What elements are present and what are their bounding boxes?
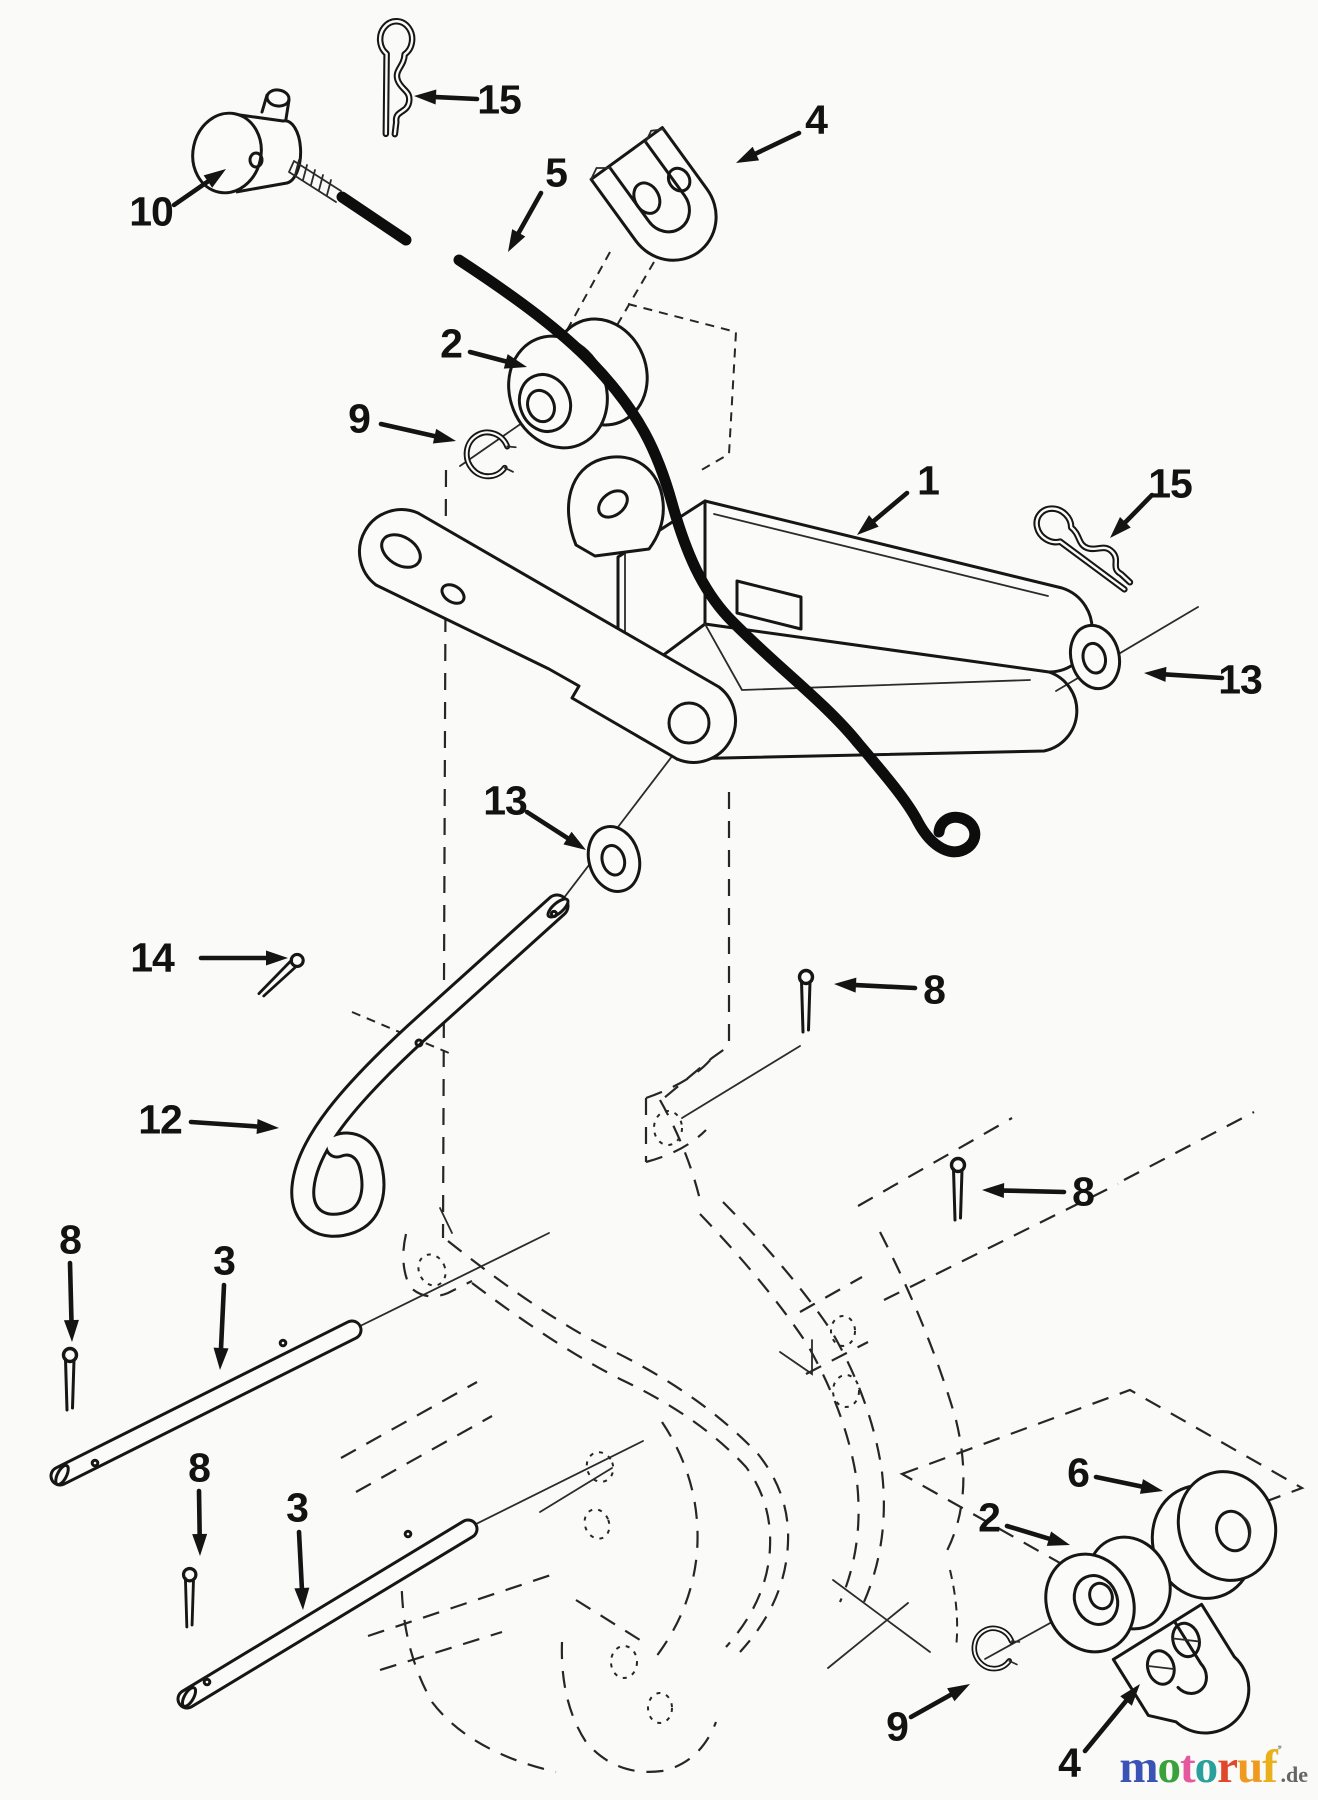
callout-arrowhead-4 (736, 146, 760, 163)
callout-arrowhead-8 (63, 1319, 79, 1342)
clevis-bottom (1111, 1602, 1251, 1735)
callout-arrowhead-9 (947, 1684, 970, 1702)
callout-arrowhead-14 (266, 950, 288, 966)
watermark-letter: m (1119, 1741, 1158, 1793)
callout-arrowhead-8 (192, 1533, 208, 1556)
watermark-suffix: .de (1280, 1762, 1309, 1787)
callout-arrowhead-10 (203, 169, 226, 188)
cotter-pin-8c (61, 1346, 79, 1412)
phantom-hitch-outline (340, 469, 1305, 1774)
callout-arrowhead-8 (982, 1183, 1005, 1199)
callout-arrow-2 (1004, 1523, 1052, 1541)
callout-arrowhead-5 (508, 229, 526, 252)
callout-arrow-10 (171, 179, 211, 208)
callout-arrowhead-4 (1120, 1684, 1140, 1706)
callout-arrow-8 (67, 1260, 74, 1323)
leader-lines (263, 162, 1254, 1669)
callout-arrowhead-2 (503, 354, 527, 369)
callout-arrow-4 (1082, 1698, 1129, 1754)
hitch-rod-upper (49, 1319, 363, 1487)
callout-arrow-9 (908, 1692, 954, 1720)
hairpin-clip-top (376, 18, 416, 138)
callout-arrowhead-13 (563, 831, 586, 850)
pulley-top (507, 317, 649, 450)
watermark-letter: o (1194, 1741, 1218, 1793)
callout-arrows (63, 89, 1225, 1754)
cotter-pin-8a (797, 968, 815, 1034)
snap-ring-top (463, 429, 517, 480)
callout-arrow-13 (1163, 672, 1225, 681)
snap-ring-bottom (971, 1625, 1021, 1672)
callout-arrowhead-3 (294, 1587, 310, 1610)
callout-arrow-15 (1123, 492, 1155, 525)
spacer-roller (1150, 1470, 1278, 1600)
callout-arrow-3 (296, 1529, 305, 1591)
pulley-bottom (1044, 1535, 1172, 1654)
clevis-top (589, 126, 718, 262)
frame-ear-lug (567, 455, 665, 558)
watermark-trademark: ’’ (1276, 1742, 1283, 1757)
callout-arrow-8 (853, 982, 918, 991)
callout-arrow-1 (871, 490, 910, 524)
callout-arrowhead-3 (213, 1347, 229, 1370)
watermark-letter: t (1179, 1741, 1196, 1793)
lift-cable (453, 254, 981, 858)
watermark-letter: o (1157, 1741, 1180, 1793)
callout-arrow-8 (196, 1488, 202, 1537)
callout-arrowhead-15 (1110, 517, 1131, 538)
watermark-logo: motoruf’’ .de (1119, 1740, 1308, 1794)
lift-rod (290, 893, 570, 1238)
trunnion-pin (191, 88, 412, 246)
callout-arrowhead-6 (1139, 1479, 1163, 1494)
callout-arrowhead-8 (834, 977, 857, 993)
callout-arrow-3 (218, 1282, 227, 1351)
callout-arrowhead-13 (1144, 666, 1167, 682)
washer-right (1068, 623, 1122, 691)
callout-arrow-15 (433, 94, 480, 102)
callout-arrowhead-1 (857, 515, 879, 535)
callout-arrow-9 (378, 421, 437, 439)
callout-arrowhead-2 (1046, 1531, 1070, 1546)
hairpin-clip-right (1033, 505, 1134, 593)
cotter-pin-8b (949, 1156, 967, 1222)
watermark-letter: u (1237, 1741, 1263, 1793)
callout-arrow-6 (1093, 1474, 1144, 1489)
callout-arrow-13 (524, 809, 570, 841)
watermark-letter: r (1217, 1741, 1238, 1793)
clevis-projection-dashes (565, 251, 738, 473)
callout-arrowhead-9 (432, 428, 456, 444)
washer-middle (586, 825, 642, 893)
callout-arrowhead-12 (256, 1119, 279, 1134)
callout-arrow-4 (753, 130, 802, 156)
watermark-word: motoruf (1119, 1741, 1277, 1793)
hitch-rod-lower (176, 1518, 479, 1710)
callout-arrow-5 (516, 190, 544, 236)
callout-arrowhead-15 (414, 89, 437, 105)
callout-arrow-8 (1001, 1188, 1067, 1195)
watermark-letter: f (1262, 1741, 1278, 1793)
callout-arrow-12 (188, 1119, 260, 1129)
cotter-pin-8d (181, 1566, 198, 1629)
frame-side-plate (358, 508, 737, 764)
callout-arrow-2 (467, 349, 509, 364)
lift-frame (358, 455, 1094, 764)
